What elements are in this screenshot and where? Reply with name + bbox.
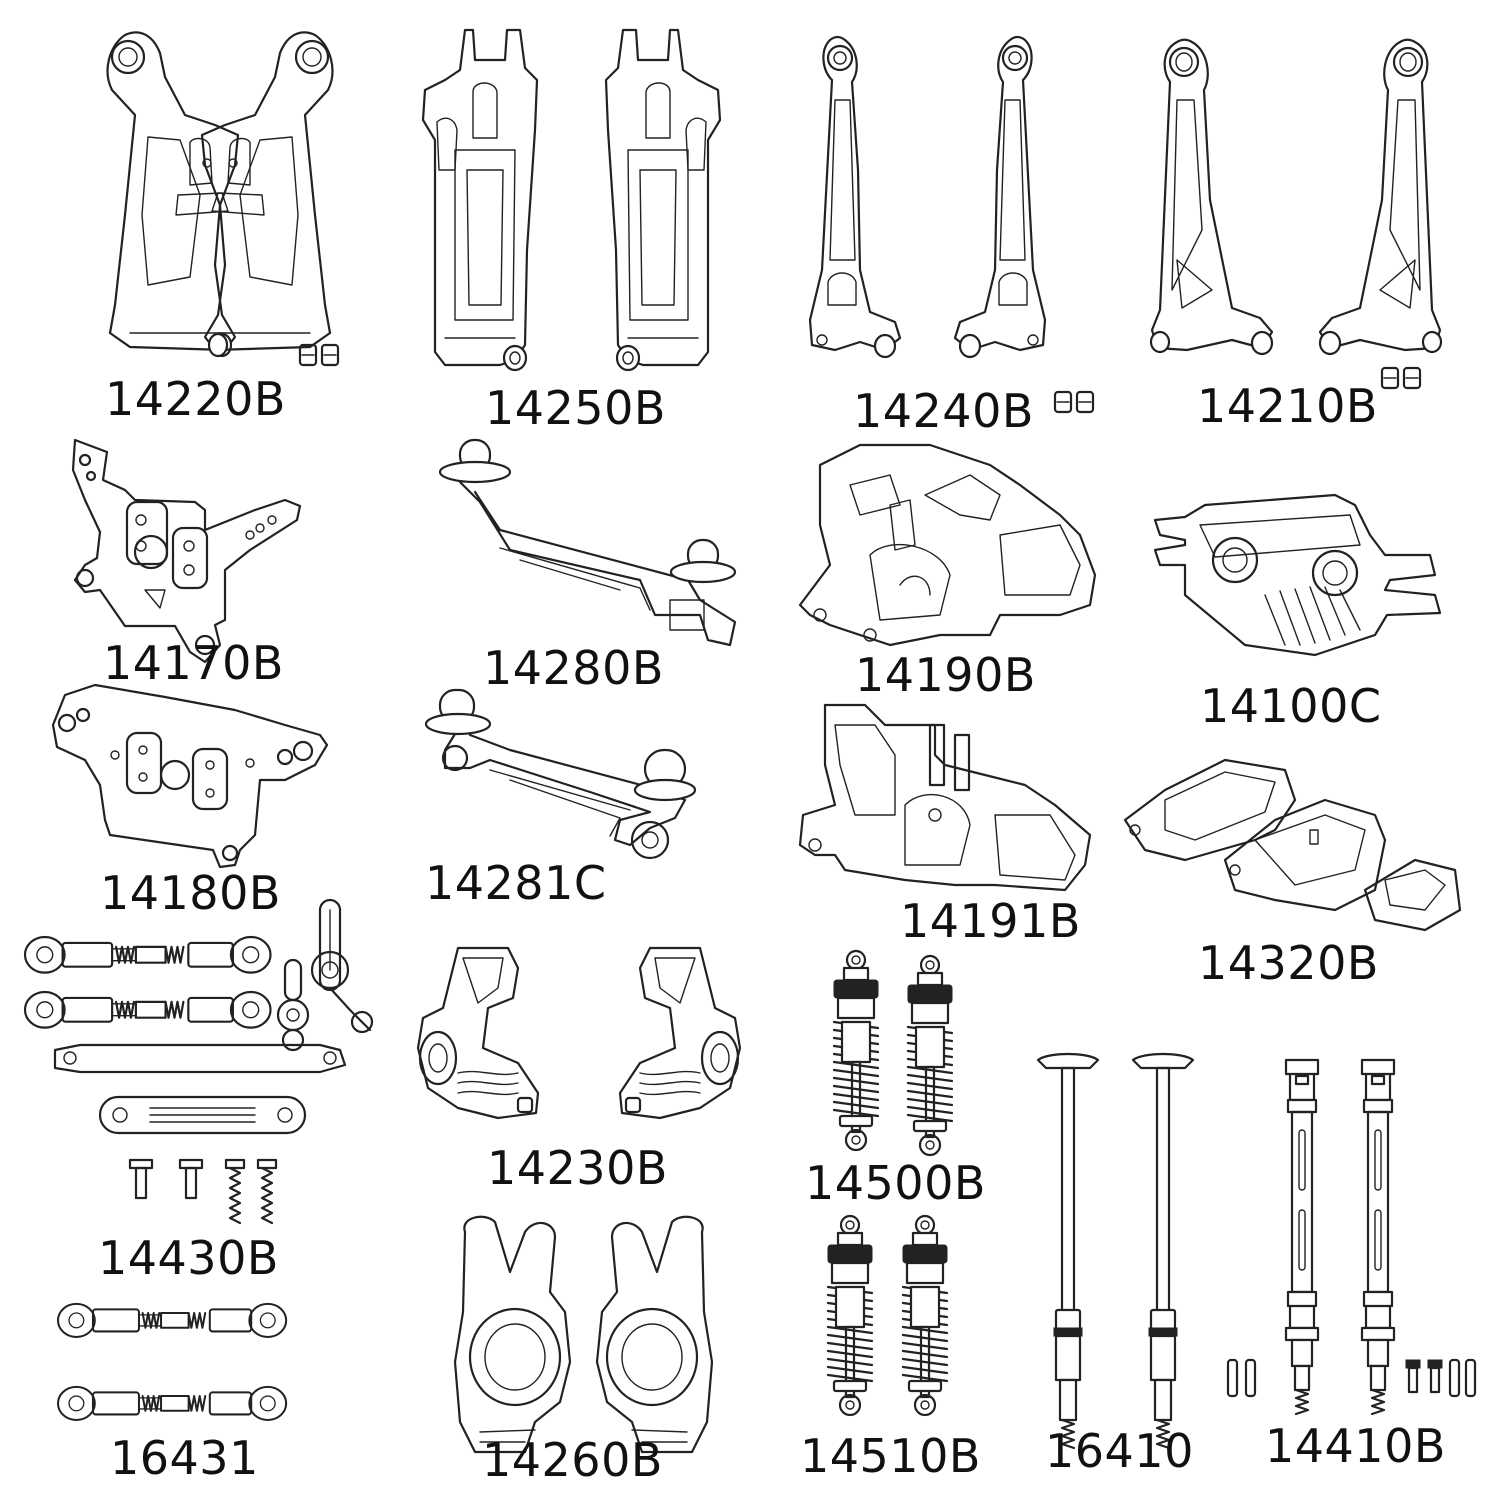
- part-label-14100C: 14100C: [1200, 679, 1382, 733]
- part-16431-drawing: [56, 1302, 288, 1421]
- part-label-14250B: 14250B: [485, 381, 666, 435]
- part-14250B-drawing: [421, 28, 722, 372]
- part-14170B-drawing: [71, 438, 302, 664]
- part-label-14210B: 14210B: [1197, 379, 1378, 433]
- part-label-14220B: 14220B: [105, 372, 286, 426]
- part-14220B-drawing: [106, 31, 340, 367]
- part-14260B-drawing: [453, 1215, 714, 1454]
- part-label-14180B: 14180B: [100, 866, 281, 920]
- part-label-14240B: 14240B: [853, 384, 1034, 438]
- part-label-14260B: 14260B: [482, 1433, 663, 1487]
- part-14240B-drawing: [808, 35, 1095, 414]
- part-16410-drawing: [1036, 1052, 1195, 1450]
- part-label-16410: 16410: [1045, 1424, 1194, 1478]
- part-label-14170B: 14170B: [103, 636, 284, 690]
- part-14281C-drawing: [424, 688, 697, 860]
- part-14191B-drawing: [798, 703, 1092, 892]
- part-label-14191B: 14191B: [900, 894, 1081, 948]
- part-14280B-drawing: [438, 438, 737, 647]
- part-14210B-drawing: [1149, 38, 1443, 390]
- part-label-14280B: 14280B: [483, 641, 664, 695]
- part-14230B-drawing: [416, 946, 742, 1120]
- part-14430B-drawing: [23, 898, 374, 1225]
- part-label-14320B: 14320B: [1198, 936, 1379, 990]
- part-label-14410B: 14410B: [1265, 1419, 1446, 1473]
- part-14100C-drawing: [1153, 493, 1442, 657]
- part-14320B-drawing: [1123, 758, 1462, 932]
- part-label-14190B: 14190B: [855, 648, 1036, 702]
- part-label-14230B: 14230B: [487, 1141, 668, 1195]
- part-label-14510B: 14510B: [800, 1429, 981, 1483]
- part-label-16431: 16431: [110, 1431, 259, 1485]
- part-14410B-drawing: [1226, 1058, 1477, 1416]
- part-label-14500B: 14500B: [805, 1156, 986, 1210]
- part-label-14430B: 14430B: [98, 1231, 279, 1285]
- part-label-14281C: 14281C: [425, 856, 607, 910]
- part-14190B-drawing: [798, 443, 1097, 647]
- part-14500B-drawing: [832, 949, 954, 1157]
- part-14510B-drawing: [826, 1214, 949, 1417]
- part-14180B-drawing: [51, 683, 329, 869]
